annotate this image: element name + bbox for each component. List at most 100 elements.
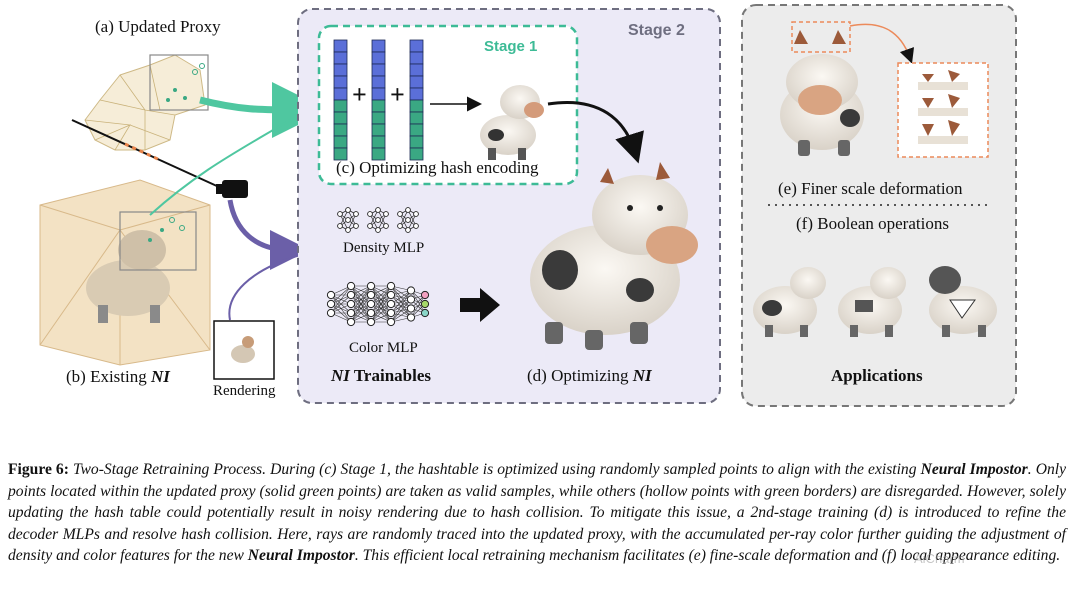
hash-cell: [371, 123, 386, 137]
updated-proxy-mesh: [84, 54, 209, 151]
horn-zoom-arrow: [849, 23, 915, 64]
label-applications: Applications: [831, 366, 923, 385]
network-node: [420, 290, 430, 300]
hash-cell: [333, 39, 348, 53]
network-node: [406, 295, 416, 304]
hash-cell: [371, 111, 386, 125]
watermark: AiCharm: [914, 551, 965, 566]
boolean-cow-2: [838, 267, 906, 337]
hash-cell: [409, 51, 424, 65]
hash-cell: [371, 99, 386, 113]
horn-zoom-box: [791, 21, 851, 53]
network-node: [386, 308, 396, 318]
mini-network-icon: [397, 207, 419, 233]
rendering-thumbnail: [213, 320, 275, 380]
label-color-mlp: Color MLP: [349, 340, 418, 356]
label-ni-trainables-rest: Trainables: [349, 366, 431, 385]
stage1-to-d-arrow: [547, 101, 644, 164]
label-stage2: Stage 2: [628, 22, 685, 39]
label-existing-ni-abbr: NI: [151, 367, 170, 386]
existing-zoom-box: [119, 211, 197, 271]
network-node: [346, 290, 356, 300]
network-node: [366, 299, 376, 309]
label-optimizing-ni-abbr: NI: [632, 366, 652, 385]
boolean-cow-3: [929, 266, 997, 337]
caption-text-2: . Only points located within the updated…: [8, 461, 1067, 565]
hash-cell: [371, 135, 386, 149]
density-mlp-icons: [337, 207, 419, 233]
network-node: [346, 299, 356, 309]
hash-cell: [409, 99, 424, 113]
hash-cell: [409, 135, 424, 149]
network-node: [346, 308, 356, 318]
network-node: [406, 313, 416, 322]
hash-table-columns: [333, 39, 424, 161]
network-node: [386, 281, 396, 291]
plus-sign-1: +: [352, 80, 367, 109]
network-node: [326, 290, 336, 300]
network-node: [420, 299, 430, 309]
network-node: [406, 304, 416, 313]
ray-to-mlp-arrow: [227, 199, 310, 270]
caption-neural-impostor-2: Neural Impostor: [247, 547, 355, 565]
mini-network-icon: [337, 207, 359, 233]
render-arrow: [228, 254, 301, 321]
network-node: [386, 299, 396, 309]
network-node: [366, 290, 376, 300]
label-ni-trainables: NI Trainables: [331, 366, 431, 386]
hash-cell: [333, 63, 348, 77]
network-node: [366, 281, 376, 291]
color-mlp-network: [326, 281, 430, 327]
label-finer-deformation: (e) Finer scale deformation: [778, 179, 963, 198]
horn-variants: [918, 70, 968, 144]
hash-cell: [333, 111, 348, 125]
hash-cell: [409, 87, 424, 101]
network-node: [326, 299, 336, 309]
hash-cell: [371, 39, 386, 53]
figure-caption: Figure 6: Two-Stage Retraining Process. …: [8, 459, 1066, 567]
hash-cell: [409, 75, 424, 89]
stage1-cow-image: [480, 85, 544, 160]
network-node: [326, 308, 336, 318]
hash-cell: [409, 63, 424, 77]
caption-text-3: . This efficient local retraining mechan…: [354, 547, 1061, 565]
label-existing-ni: (b) Existing NI: [66, 367, 170, 387]
fine-deformation-cow-image: [780, 30, 864, 156]
hash-cell: [409, 39, 424, 53]
mlp-to-d-arrow: [460, 288, 500, 322]
network-node: [346, 317, 356, 327]
hash-cell: [333, 135, 348, 149]
label-rendering: Rendering: [213, 383, 276, 399]
hash-cell: [409, 147, 424, 161]
hash-cell: [333, 87, 348, 101]
network-node: [366, 308, 376, 318]
hash-cell: [409, 111, 424, 125]
label-optimizing-hash: (c) Optimizing hash encoding: [336, 158, 539, 177]
caption-neural-impostor-1: Neural Impostor: [920, 461, 1028, 478]
label-updated-proxy: (a) Updated Proxy: [95, 17, 221, 36]
label-boolean-ops: (f) Boolean operations: [796, 214, 949, 233]
proxy-to-stage-arrow: [199, 81, 328, 138]
camera-icon: [216, 180, 248, 198]
hash-cell: [371, 87, 386, 101]
hash-cell: [333, 123, 348, 137]
label-existing-ni-prefix: (b) Existing: [66, 367, 151, 386]
hash-cell: [333, 147, 348, 161]
hash-cell: [333, 99, 348, 113]
network-node: [346, 281, 356, 291]
label-ni-trainables-abbr: NI: [331, 366, 350, 385]
existing-ni-volume: [39, 179, 211, 366]
figure-canvas: [39, 4, 1017, 407]
network-node: [386, 290, 396, 300]
mini-network-icon: [367, 207, 389, 233]
hash-cell: [409, 123, 424, 137]
sample-arrow: [149, 119, 291, 216]
hash-cell: [333, 51, 348, 65]
caption-text-1: Two-Stage Retraining Process. During (c)…: [68, 461, 921, 478]
plus-sign-2: +: [390, 80, 405, 109]
label-density-mlp: Density MLP: [343, 240, 425, 256]
label-stage1: Stage 1: [484, 38, 538, 55]
network-node: [386, 317, 396, 327]
proxy-zoom-box: [149, 54, 209, 111]
hash-cell: [333, 75, 348, 89]
